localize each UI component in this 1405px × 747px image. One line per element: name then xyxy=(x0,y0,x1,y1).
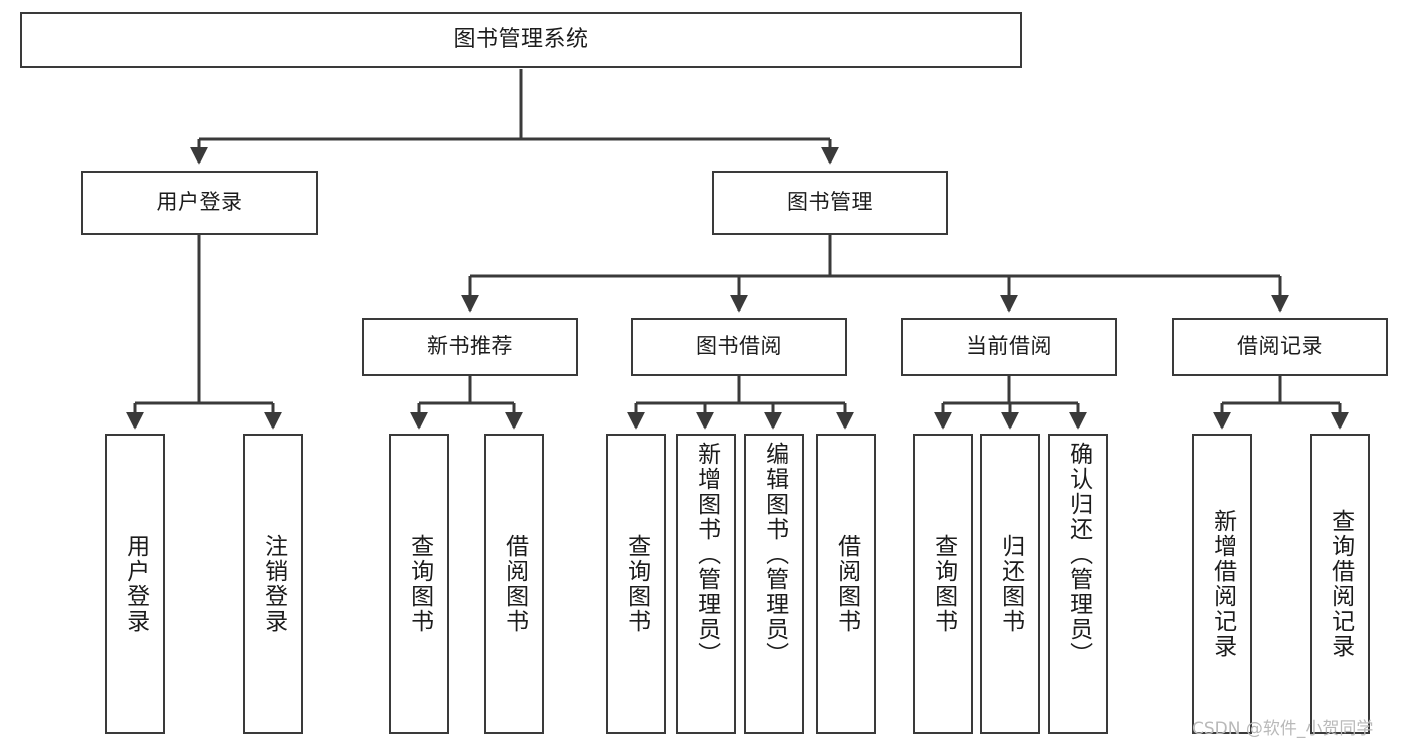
node-book-borrow[interactable]: 图书借阅 xyxy=(631,318,847,376)
node-current-borrow[interactable]: 当前借阅 xyxy=(901,318,1117,376)
leaf-borrow-book[interactable]: 借阅图书 xyxy=(816,434,876,734)
node-user-login[interactable]: 用户登录 xyxy=(81,171,318,235)
node-label: 归还图书 xyxy=(997,534,1024,634)
leaf-add-book-admin[interactable]: 新增图书（管理员） xyxy=(676,434,736,734)
node-label: 新书推荐 xyxy=(427,334,513,359)
node-label: 新增借阅记录 xyxy=(1209,509,1236,659)
node-root-system[interactable]: 图书管理系统 xyxy=(20,12,1022,68)
leaf-query-book-current[interactable]: 查询图书 xyxy=(913,434,973,734)
node-label: 注销登录 xyxy=(260,534,287,634)
node-label: 查询图书 xyxy=(406,534,433,634)
leaf-edit-book-admin[interactable]: 编辑图书（管理员） xyxy=(744,434,804,734)
node-label: 借阅图书 xyxy=(501,534,528,634)
node-label: 用户登录 xyxy=(122,534,149,634)
leaf-add-borrow-record[interactable]: 新增借阅记录 xyxy=(1192,434,1252,734)
leaf-confirm-return-admin[interactable]: 确认归还（管理员） xyxy=(1048,434,1108,734)
node-label: 图书管理系统 xyxy=(453,26,589,52)
node-label: 查询图书 xyxy=(623,534,650,634)
node-label: 借阅图书 xyxy=(833,534,860,634)
leaf-logout[interactable]: 注销登录 xyxy=(243,434,303,734)
leaf-query-book-newbook[interactable]: 查询图书 xyxy=(389,434,449,734)
leaf-borrow-book-newbook[interactable]: 借阅图书 xyxy=(484,434,544,734)
node-label: 用户登录 xyxy=(156,190,243,215)
leaf-query-book-borrow[interactable]: 查询图书 xyxy=(606,434,666,734)
node-label: 图书借阅 xyxy=(696,334,782,359)
node-label: 查询借阅记录 xyxy=(1327,509,1354,659)
node-label: 编辑图书（管理员） xyxy=(761,442,788,667)
watermark-text: CSDN @软件_小贺同学 xyxy=(1192,719,1374,739)
node-new-book-recommend[interactable]: 新书推荐 xyxy=(362,318,578,376)
leaf-return-book[interactable]: 归还图书 xyxy=(980,434,1040,734)
leaf-query-borrow-record[interactable]: 查询借阅记录 xyxy=(1310,434,1370,734)
node-label: 图书管理 xyxy=(787,190,873,215)
node-label: 当前借阅 xyxy=(966,334,1052,359)
leaf-user-login[interactable]: 用户登录 xyxy=(105,434,165,734)
node-borrow-record[interactable]: 借阅记录 xyxy=(1172,318,1388,376)
node-label: 确认归还（管理员） xyxy=(1065,442,1092,667)
node-label: 借阅记录 xyxy=(1237,334,1323,359)
node-label: 查询图书 xyxy=(930,534,957,634)
node-book-management[interactable]: 图书管理 xyxy=(712,171,948,235)
node-label: 新增图书（管理员） xyxy=(693,442,720,667)
